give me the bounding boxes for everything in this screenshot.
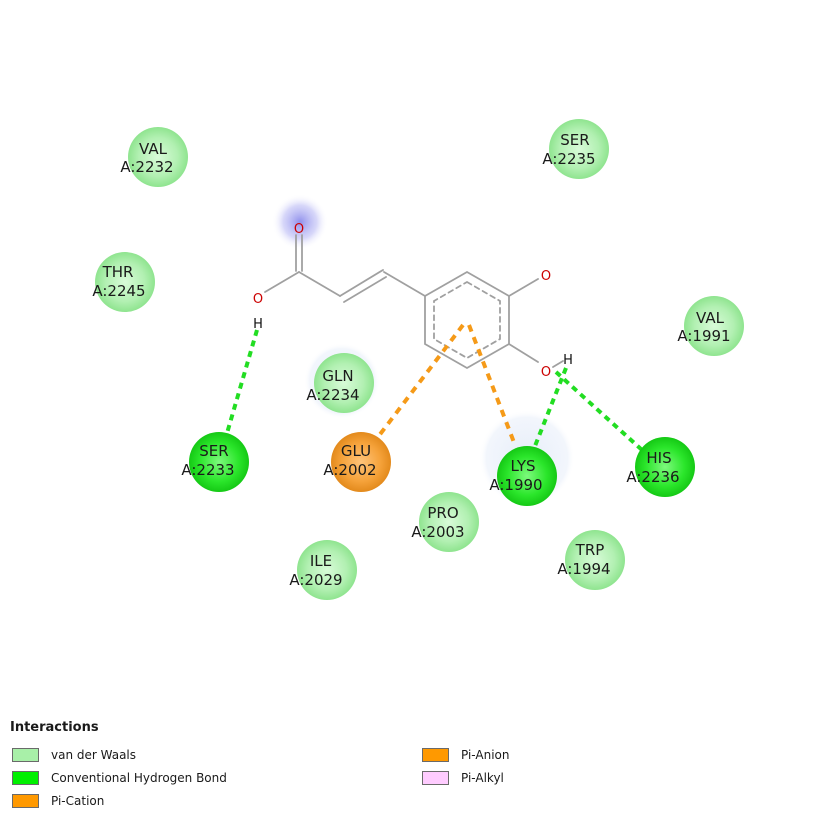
residue-disc xyxy=(95,252,155,312)
atom-labels: O O H O O H xyxy=(253,222,573,380)
legend-swatch-pi-anion xyxy=(422,748,449,762)
legend-item-hbond: Conventional Hydrogen Bond xyxy=(12,769,227,787)
residue-name: SER xyxy=(560,131,589,149)
legend: Interactions van der Waals Conventional … xyxy=(10,718,610,818)
residue-name: VAL xyxy=(139,140,168,158)
residue-name: VAL xyxy=(696,309,725,327)
ring-o-upper-bond xyxy=(508,278,539,297)
legend-title: Interactions xyxy=(10,720,99,735)
ring-oxygen-lower-label: O xyxy=(541,365,551,380)
residue-chain-id: A:1994 xyxy=(557,560,610,578)
ligand-structure xyxy=(264,234,564,370)
residue-name: SER xyxy=(199,442,228,460)
residue-lys1990[interactable]: LYS A:1990 xyxy=(489,446,557,506)
residue-val1991[interactable]: VAL A:1991 xyxy=(677,296,744,356)
residue-chain-id: A:2233 xyxy=(181,461,234,479)
legend-swatch-pi-cation xyxy=(12,794,39,808)
hbond-his2236 xyxy=(554,370,644,452)
residue-trp1994[interactable]: TRP A:1994 xyxy=(557,530,625,590)
residue-ser2233[interactable]: SER A:2233 xyxy=(181,432,249,492)
legend-item-pi-cation: Pi-Cation xyxy=(12,792,104,810)
legend-label-pi-anion: Pi-Anion xyxy=(461,748,510,762)
residue-thr2245[interactable]: THR A:2245 xyxy=(92,252,155,312)
residue-disc xyxy=(497,446,557,506)
ring-oh-bond xyxy=(552,360,564,368)
residue-chain-id: A:2029 xyxy=(289,571,342,589)
residue-his2236[interactable]: HIS A:2236 xyxy=(626,437,695,497)
carboxyl-c-o-bond xyxy=(264,271,300,293)
ring-o-lower-bond xyxy=(508,343,539,363)
vinyl-ring-bond xyxy=(383,271,426,297)
residue-chain-id: A:2002 xyxy=(323,461,376,479)
residue-name: THR xyxy=(102,263,134,281)
residue-chain-id: A:2236 xyxy=(626,468,679,486)
residue-disc xyxy=(684,296,744,356)
aromatic-ring xyxy=(424,270,510,370)
residue-disc xyxy=(635,437,695,497)
legend-label-vdw: van der Waals xyxy=(51,748,137,762)
residue-disc xyxy=(297,540,357,600)
legend-swatch-pi-alkyl xyxy=(422,771,449,785)
legend-swatch-hbond xyxy=(12,771,39,785)
residue-name: TRP xyxy=(575,541,605,559)
hydroxyl-hydrogen-label: H xyxy=(253,317,263,332)
residue-disc xyxy=(314,353,374,413)
residue-ile2029[interactable]: ILE A:2029 xyxy=(289,540,357,600)
residue-chain-id: A:2235 xyxy=(542,150,595,168)
pi-cation-lys1990 xyxy=(467,324,517,446)
ring-oxygen-upper-label: O xyxy=(541,269,551,284)
residue-name: GLN xyxy=(322,367,353,385)
legend-label-hbond: Conventional Hydrogen Bond xyxy=(51,771,227,785)
pi-anion-glu2002 xyxy=(376,323,465,439)
hydroxyl-oxygen-label: O xyxy=(253,292,263,307)
residue-disc xyxy=(549,119,609,179)
residue-chain-id: A:1990 xyxy=(489,476,542,494)
aromatic-ring-inner xyxy=(433,280,501,360)
legend-swatch-vdw xyxy=(12,748,39,762)
residue-chain-id: A:2245 xyxy=(92,282,145,300)
residue-disc xyxy=(189,432,249,492)
residue-name: PRO xyxy=(427,504,458,522)
residue-chain-id: A:1991 xyxy=(677,327,730,345)
residue-name: HIS xyxy=(646,449,671,467)
vinyl-double-bond-2 xyxy=(343,276,387,303)
vinyl-double-bond xyxy=(339,269,384,297)
residue-name: LYS xyxy=(510,457,535,475)
legend-item-vdw: van der Waals xyxy=(12,746,136,764)
residue-val2232[interactable]: VAL A:2232 xyxy=(120,127,188,187)
ring-hydrogen-label: H xyxy=(563,353,573,368)
legend-item-pi-alkyl: Pi-Alkyl xyxy=(422,769,504,787)
residue-name: GLU xyxy=(341,442,371,460)
residue-glu2002[interactable]: GLU A:2002 xyxy=(323,432,391,492)
hbond-lys1990 xyxy=(533,367,568,447)
carboxyl-c-alpha-bond xyxy=(298,271,341,297)
residue-chain-id: A:2232 xyxy=(120,158,173,176)
residue-chain-id: A:2234 xyxy=(306,386,359,404)
residue-ser2235[interactable]: SER A:2235 xyxy=(542,119,609,179)
residue-disc xyxy=(128,127,188,187)
interaction-lines xyxy=(221,323,644,452)
residue-disc xyxy=(331,432,391,492)
residue-chain-id: A:2003 xyxy=(411,523,464,541)
hbond-ser2233 xyxy=(221,329,259,448)
legend-label-pi-alkyl: Pi-Alkyl xyxy=(461,771,504,785)
legend-label-pi-cation: Pi-Cation xyxy=(51,794,105,808)
diagram-canvas: O O H O O H VAL A:2232 SER A:2235 THR A:… xyxy=(92,119,744,600)
residue-name: ILE xyxy=(310,552,332,570)
residue-pro2003[interactable]: PRO A:2003 xyxy=(411,492,479,552)
legend-item-pi-anion: Pi-Anion xyxy=(422,746,509,764)
residue-disc xyxy=(565,530,625,590)
carbonyl-oxygen-glow xyxy=(272,194,328,250)
residue-gln2234[interactable]: GLN A:2234 xyxy=(306,353,374,413)
carbonyl-oxygen-label: O xyxy=(294,222,304,237)
residue-disc xyxy=(419,492,479,552)
